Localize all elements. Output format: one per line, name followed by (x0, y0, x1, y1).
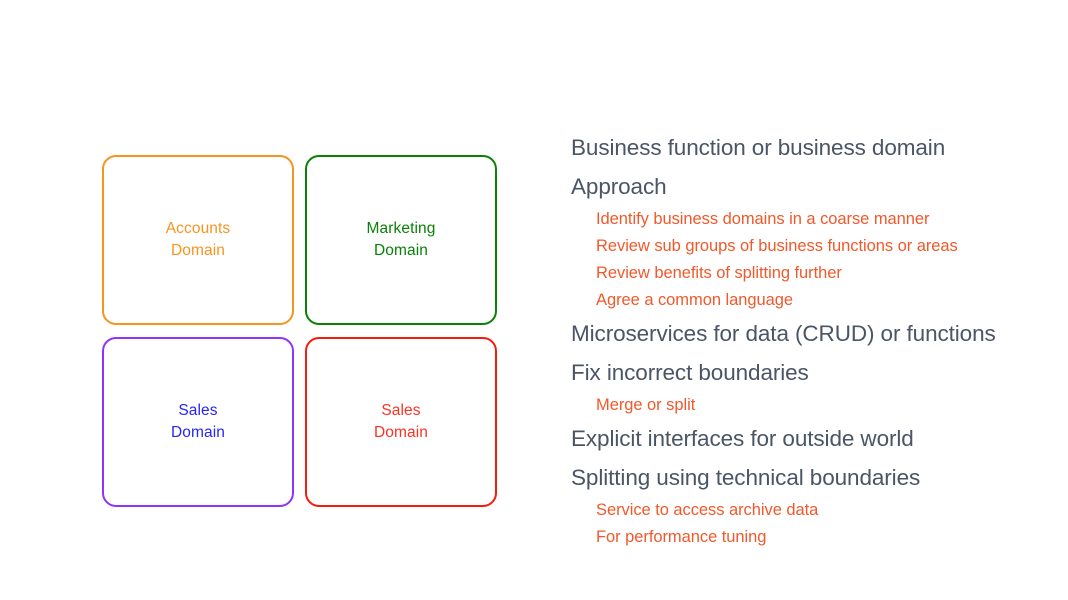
outline-bullet: Agree a common language (596, 291, 793, 309)
domain-box-label-line2: Domain (373, 424, 428, 441)
outline-heading: Splitting using technical boundaries (571, 465, 921, 490)
outline-bullet: Merge or split (596, 396, 696, 414)
outline-heading: Approach (571, 174, 667, 199)
outline-heading: Explicit interfaces for outside world (571, 426, 914, 451)
outline-heading: Fix incorrect boundaries (571, 360, 809, 385)
outline-heading: Microservices for data (CRUD) or functio… (571, 321, 996, 346)
outline-bullet: Service to access archive data (596, 501, 819, 519)
outline-heading: Business function or business domain (571, 135, 946, 160)
domain-box-label-line1: Marketing (366, 220, 436, 237)
domain-box-label-line1: Sales (381, 402, 421, 419)
domain-box-label-line2: Domain (373, 242, 428, 259)
outline-bullet: Identify business domains in a coarse ma… (596, 210, 930, 228)
outline-bullet: For performance tuning (596, 528, 767, 546)
outline-bullet: Review benefits of splitting further (596, 264, 842, 282)
domain-box-label-line1: Accounts (165, 220, 231, 237)
domain-box-label-line2: Domain (170, 242, 225, 259)
domain-box-label-line2: Domain (170, 424, 225, 441)
domain-box-label-line1: Sales (178, 402, 218, 419)
outline-bullet: Review sub groups of business functions … (596, 237, 958, 255)
